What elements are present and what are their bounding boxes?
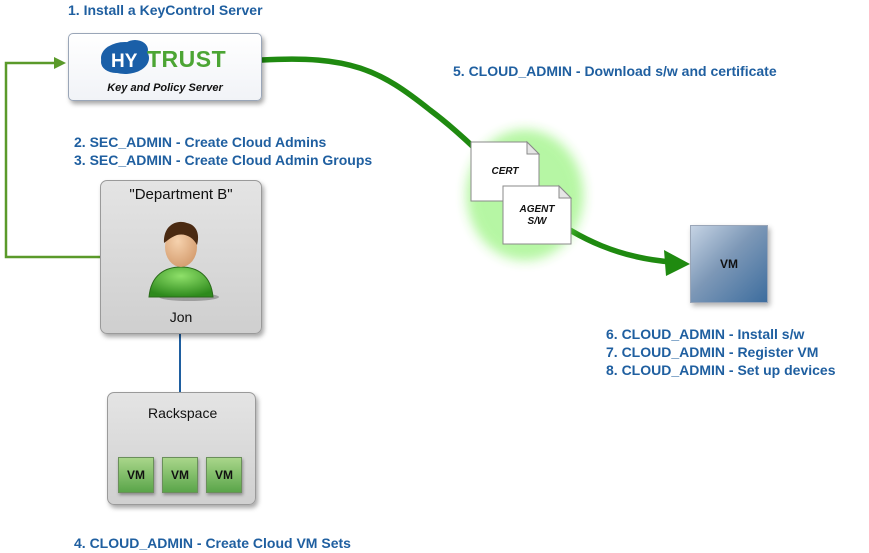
- rackspace-box: Rackspace VM VM VM: [107, 392, 256, 505]
- rackspace-title: Rackspace: [148, 405, 218, 421]
- department-box: "Department B" Jon: [100, 180, 262, 334]
- step-3-label: 3. SEC_ADMIN - Create Cloud Admin Groups: [74, 152, 373, 168]
- key-policy-server: HY TRUST Key and Policy Server: [68, 33, 262, 101]
- step-2-label: 2. SEC_ADMIN - Create Cloud Admins: [74, 134, 327, 150]
- rackspace-vm-2: VM: [162, 457, 198, 493]
- download-arrowhead: [664, 250, 690, 276]
- agent-label-line2: S/W: [527, 216, 547, 227]
- feedback-arrow: [4, 61, 100, 259]
- agent-label-line1: AGENT: [519, 204, 555, 215]
- hytrust-logo: HY TRUST: [101, 40, 226, 74]
- hytrust-logo-mark: [101, 40, 149, 74]
- person-name: Jon: [169, 309, 193, 325]
- step-6-label: 6. CLOUD_ADMIN - Install s/w: [606, 326, 805, 342]
- step-1-label: 1. Install a KeyControl Server: [68, 2, 263, 18]
- server-subtitle: Key and Policy Server: [107, 82, 223, 94]
- cert-label: CERT: [491, 166, 519, 177]
- rackspace-vm-1: VM: [118, 457, 154, 493]
- feedback-arrowhead: [54, 57, 66, 69]
- rackspace-vm-3: VM: [206, 457, 242, 493]
- step-7-label: 7. CLOUD_ADMIN - Register VM: [606, 344, 819, 360]
- step-8-label: 8. CLOUD_ADMIN - Set up devices: [606, 362, 836, 378]
- step-5-label: 5. CLOUD_ADMIN - Download s/w and certif…: [453, 63, 777, 79]
- department-title: "Department B": [129, 186, 233, 203]
- step-4-label: 4. CLOUD_ADMIN - Create Cloud VM Sets: [74, 535, 351, 551]
- logo-hy-text: HY: [111, 51, 138, 72]
- target-vm: VM: [690, 225, 768, 303]
- user-icon: [148, 221, 219, 301]
- logo-trust-text: TRUST: [147, 46, 226, 72]
- agent-document: [502, 184, 573, 245]
